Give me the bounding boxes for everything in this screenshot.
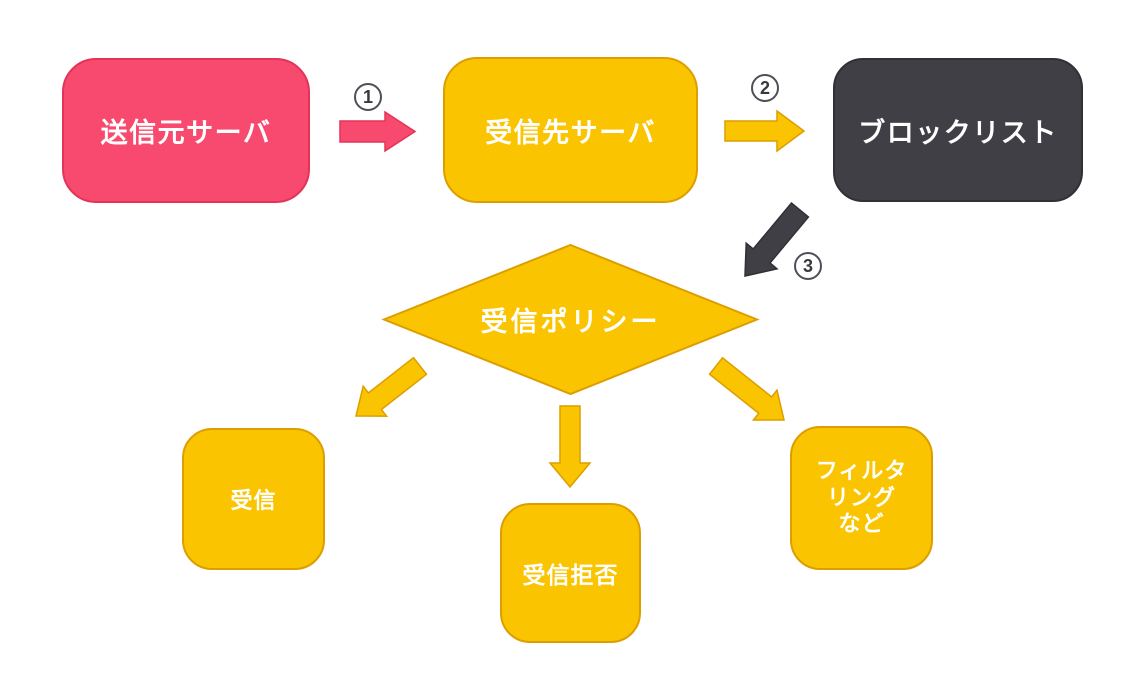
step3-badge: 3	[794, 252, 822, 280]
node-filtering: フィルタ リング など	[790, 426, 933, 570]
step2-badge-number: 2	[759, 77, 770, 98]
step3-badge-number: 3	[802, 255, 813, 276]
step1-badge-number: 1	[362, 86, 373, 107]
node-destination-server: 受信先サーバ	[443, 57, 698, 203]
diamond-shape	[381, 243, 760, 396]
step2-right-arrow-icon	[724, 109, 806, 153]
node-reject-label: 受信拒否	[522, 562, 619, 588]
node-reject: 受信拒否	[500, 503, 641, 643]
node-destination-server-label: 受信先サーバ	[485, 117, 656, 148]
policy-to-accept-arrow-icon	[355, 356, 428, 417]
node-reception-policy-label: 受信ポリシー	[480, 307, 661, 337]
node-blocklist-label: ブロックリスト	[858, 117, 1058, 148]
step3-down-left-arrow-icon	[744, 201, 810, 277]
step1-badge: 1	[354, 83, 382, 111]
node-accept: 受信	[182, 428, 325, 570]
policy-to-reject-arrow-icon	[548, 405, 592, 489]
step1-right-arrow-icon	[339, 110, 417, 153]
step2-badge: 2	[751, 74, 779, 102]
node-reception-policy	[381, 243, 760, 396]
node-accept-label: 受信	[230, 488, 277, 513]
policy-to-filtering-arrow-icon	[708, 356, 785, 421]
node-source-server: 送信元サーバ	[62, 58, 310, 203]
node-blocklist: ブロックリスト	[833, 58, 1083, 202]
node-source-server-label: 送信元サーバ	[100, 118, 272, 148]
node-filtering-label: フィルタ リング など	[815, 457, 908, 537]
